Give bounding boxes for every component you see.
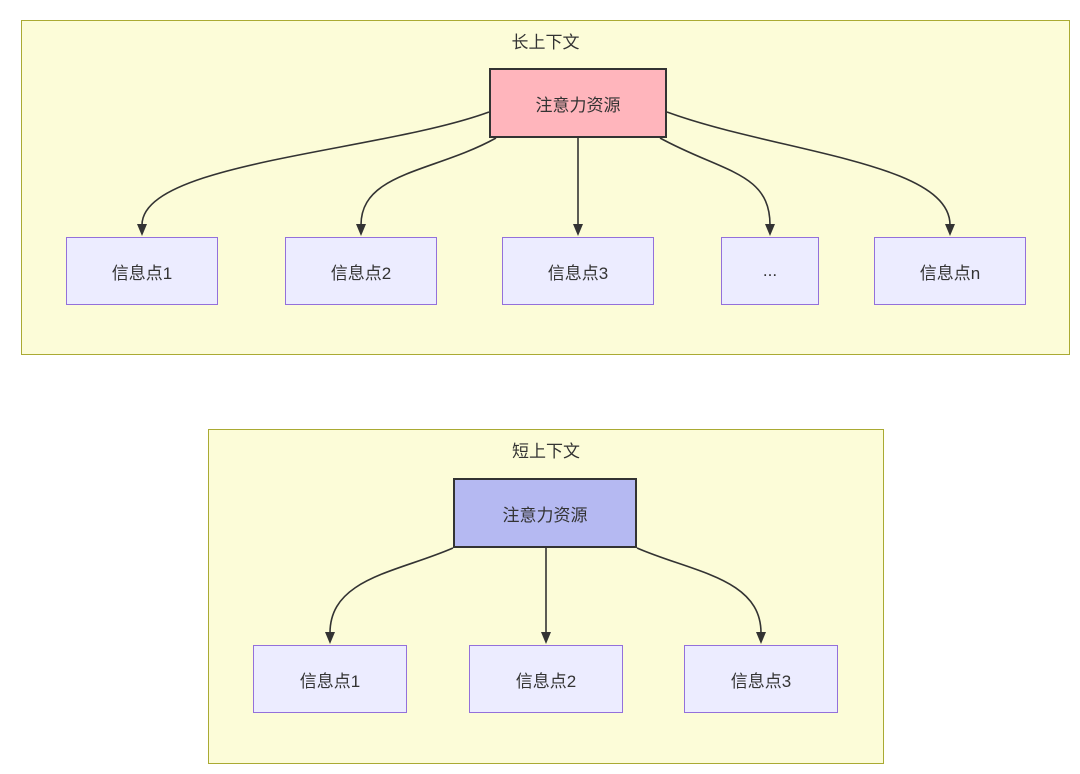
short-attention-resource-label: 注意力资源 bbox=[502, 505, 588, 525]
long-info-point-1-node: 信息点1 bbox=[66, 237, 218, 305]
long-info-point-n-node: 信息点n bbox=[874, 237, 1026, 305]
short-context-title: 短上下文 bbox=[512, 442, 580, 461]
long-info-point-3-node: 信息点3 bbox=[502, 237, 654, 305]
long-info-point-2-label: 信息点2 bbox=[330, 263, 392, 283]
long-context-title: 长上下文 bbox=[511, 33, 580, 52]
long-info-point-2-node: 信息点2 bbox=[285, 237, 437, 305]
long-info-point-3-label: 信息点3 bbox=[547, 263, 609, 283]
short-info-point-2-label: 信息点2 bbox=[515, 671, 577, 691]
long-info-point-1-label: 信息点1 bbox=[111, 263, 173, 283]
short-attention-resource-node: 注意力资源 bbox=[453, 478, 637, 548]
long-attention-resource-label: 注意力资源 bbox=[535, 95, 621, 115]
short-info-point-1-label: 信息点1 bbox=[299, 671, 361, 691]
short-info-point-1-node: 信息点1 bbox=[253, 645, 407, 713]
short-info-point-3-node: 信息点3 bbox=[684, 645, 838, 713]
long-info-point-ellipsis-node: ... bbox=[721, 237, 819, 305]
long-info-point-ellipsis-label: ... bbox=[762, 261, 778, 280]
short-info-point-3-label: 信息点3 bbox=[730, 671, 792, 691]
long-attention-resource-node: 注意力资源 bbox=[489, 68, 667, 138]
long-info-point-n-label: 信息点n bbox=[919, 263, 981, 283]
short-info-point-2-node: 信息点2 bbox=[469, 645, 623, 713]
